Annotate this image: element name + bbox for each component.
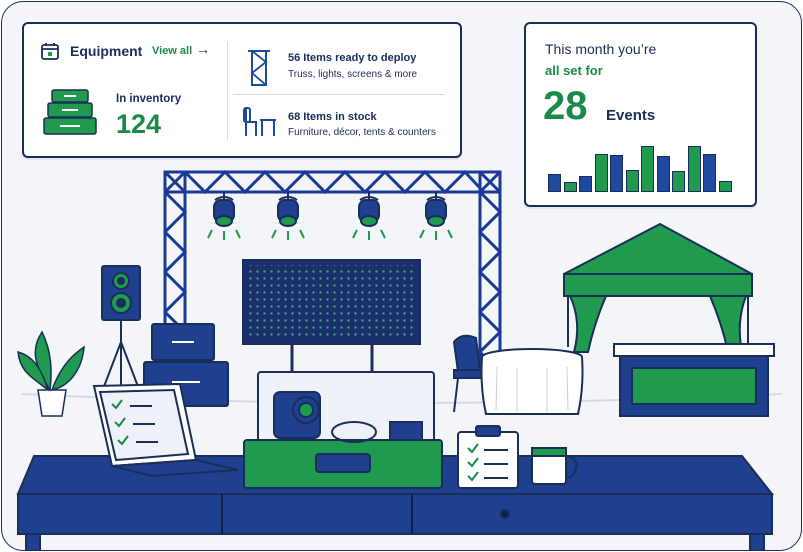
chair-table-icon <box>243 107 276 136</box>
ready-to-deploy-subtitle: Truss, lights, screens & more <box>288 69 418 80</box>
events-summary-card: This month you’re all set for 28 Events <box>524 22 757 207</box>
events-bar <box>718 181 732 192</box>
in-stock-subtitle: Furniture, décor, tents & counters <box>288 127 436 138</box>
events-bar-chart <box>548 144 738 192</box>
tent-icon <box>563 222 753 353</box>
events-bar <box>548 174 561 192</box>
month-line-1: This month you’re <box>545 41 657 57</box>
mug-icon <box>531 447 578 485</box>
controller-icon <box>389 421 423 441</box>
events-bar <box>687 146 701 192</box>
month-line-2: all set for <box>545 63 603 78</box>
events-bar <box>610 155 623 192</box>
calendar-icon <box>41 43 59 60</box>
events-count: 28 <box>543 84 588 128</box>
events-label: Events <box>606 107 656 124</box>
events-bar <box>641 146 654 192</box>
events-bar <box>594 154 608 192</box>
inventory-label: In inventory <box>116 93 182 105</box>
round-table-icon <box>480 348 584 415</box>
plant-icon <box>17 330 85 417</box>
led-screen-icon <box>242 259 421 372</box>
laptop-icon <box>92 382 239 478</box>
chair-icon <box>452 334 489 413</box>
speaker-icon <box>99 265 143 398</box>
stage-lights <box>207 192 453 240</box>
counter-icon <box>613 343 775 417</box>
events-bar <box>563 182 577 192</box>
equipment-card: Equipment View all → In inventory 124 56… <box>22 22 462 158</box>
ready-to-deploy-title: 56 Items ready to deploy <box>288 52 417 64</box>
inventory-count: 124 <box>116 109 162 139</box>
in-stock-title: 68 Items in stock <box>288 111 377 123</box>
events-bar <box>656 156 670 192</box>
clipboard-icon <box>457 425 519 489</box>
vertical-divider <box>227 42 228 140</box>
truss-small-icon <box>248 50 270 86</box>
arrow-right-icon[interactable]: → <box>196 41 210 57</box>
cable-icon <box>331 421 377 443</box>
events-bar <box>672 171 685 192</box>
horizontal-divider <box>233 94 445 95</box>
events-bar <box>703 154 716 192</box>
events-bar <box>579 176 592 192</box>
events-bar <box>625 170 639 192</box>
equipment-case-icon <box>243 371 443 489</box>
inventory-cases-icon <box>43 89 97 135</box>
equipment-title: Equipment <box>70 43 143 59</box>
view-all-link[interactable]: View all <box>152 45 193 57</box>
